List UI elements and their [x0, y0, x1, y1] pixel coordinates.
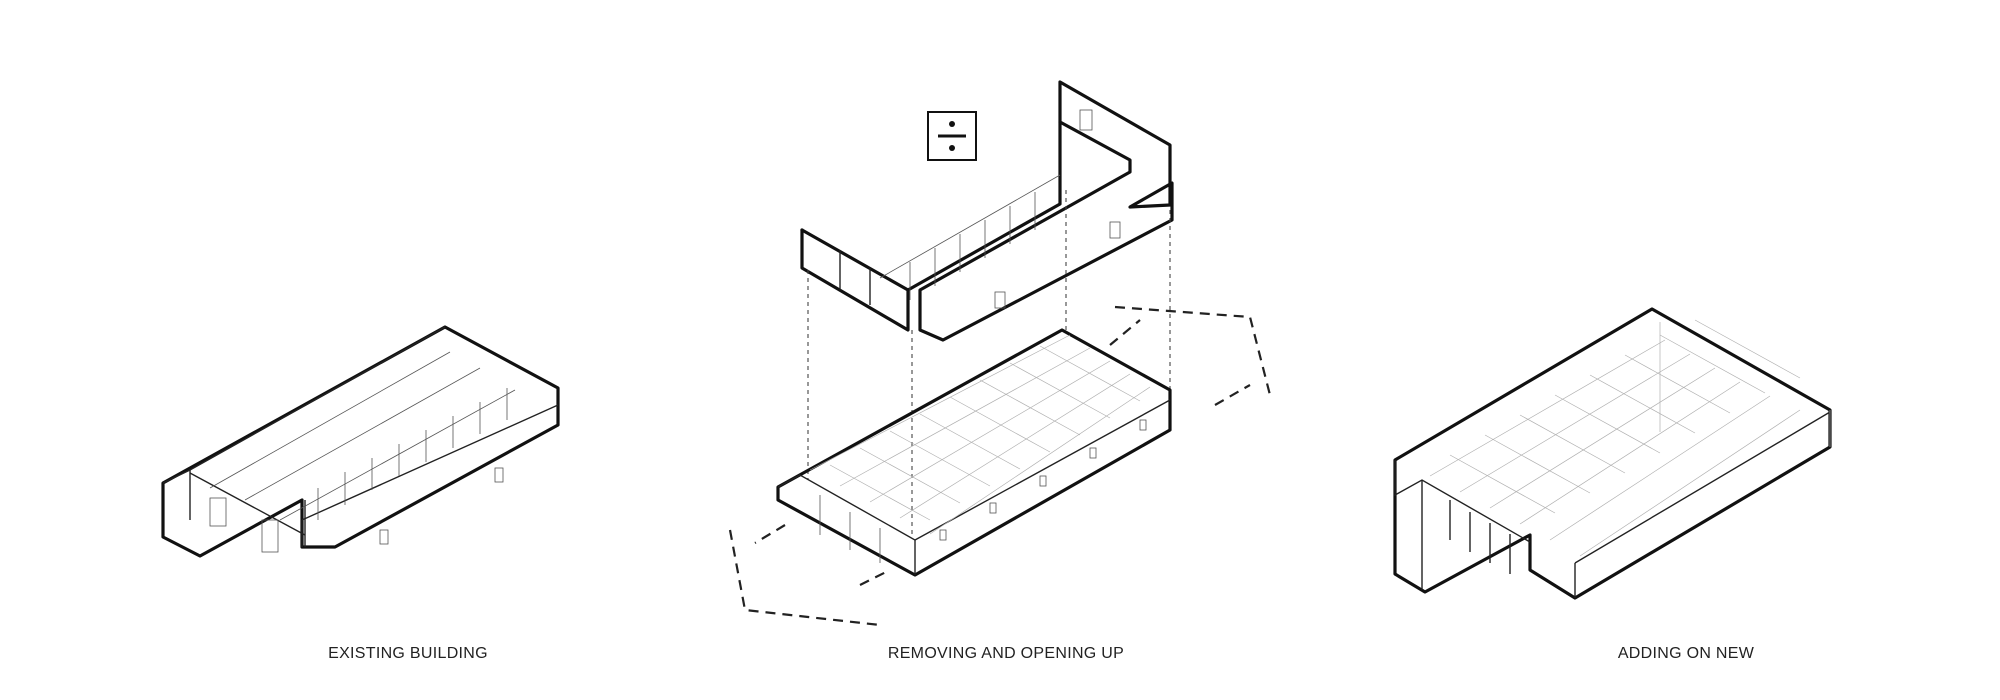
- adding-new-axonometric: [1393, 307, 1832, 600]
- removed-walls: [800, 80, 1174, 342]
- caption-adding-on-new: ADDING ON NEW: [1617, 645, 1755, 662]
- removing-axonometric: [728, 80, 1272, 627]
- division-sign-icon: [927, 111, 977, 161]
- caption-existing-building: EXISTING BUILDING: [328, 645, 488, 662]
- caption-removing-and-opening-up: REMOVING AND OPENING UP: [887, 645, 1125, 662]
- existing-building-axonometric: [161, 325, 560, 558]
